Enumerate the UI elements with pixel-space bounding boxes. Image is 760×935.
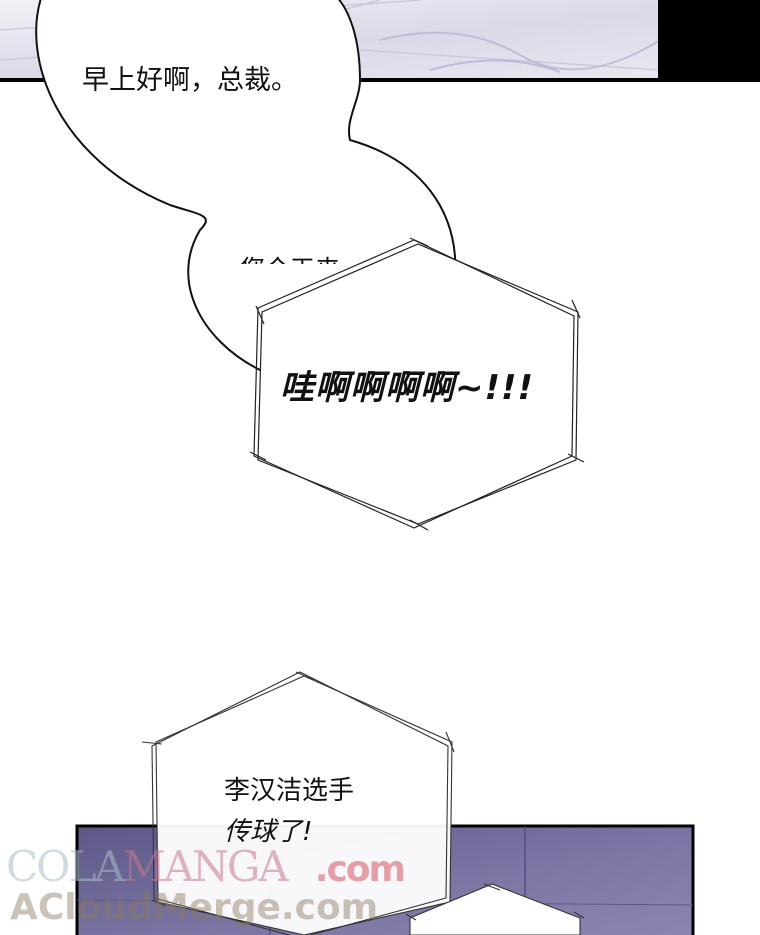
caption-text-line2: 传球了! [224,817,313,847]
shout-text: 哇啊啊啊啊~!!! [280,368,535,408]
watermark-dotcom: .com [314,849,406,890]
lower-hexagon [405,883,585,935]
speech-text-greeting: 早上好啊，总裁。 [82,65,298,96]
caption-hexagon [141,671,455,935]
watermark-cola: COLA [6,842,125,891]
shout-hexagon [249,237,585,531]
watermark-colamanga: COLAMANGA .com [6,842,406,891]
watermark-acloudmerge: ACloudMerge.com [10,887,379,928]
speech-text-partial: 您今天来 [240,250,340,264]
watermark-manga: MANGA [122,842,289,891]
caption-text-line1: 李汉洁选手 [224,776,355,806]
